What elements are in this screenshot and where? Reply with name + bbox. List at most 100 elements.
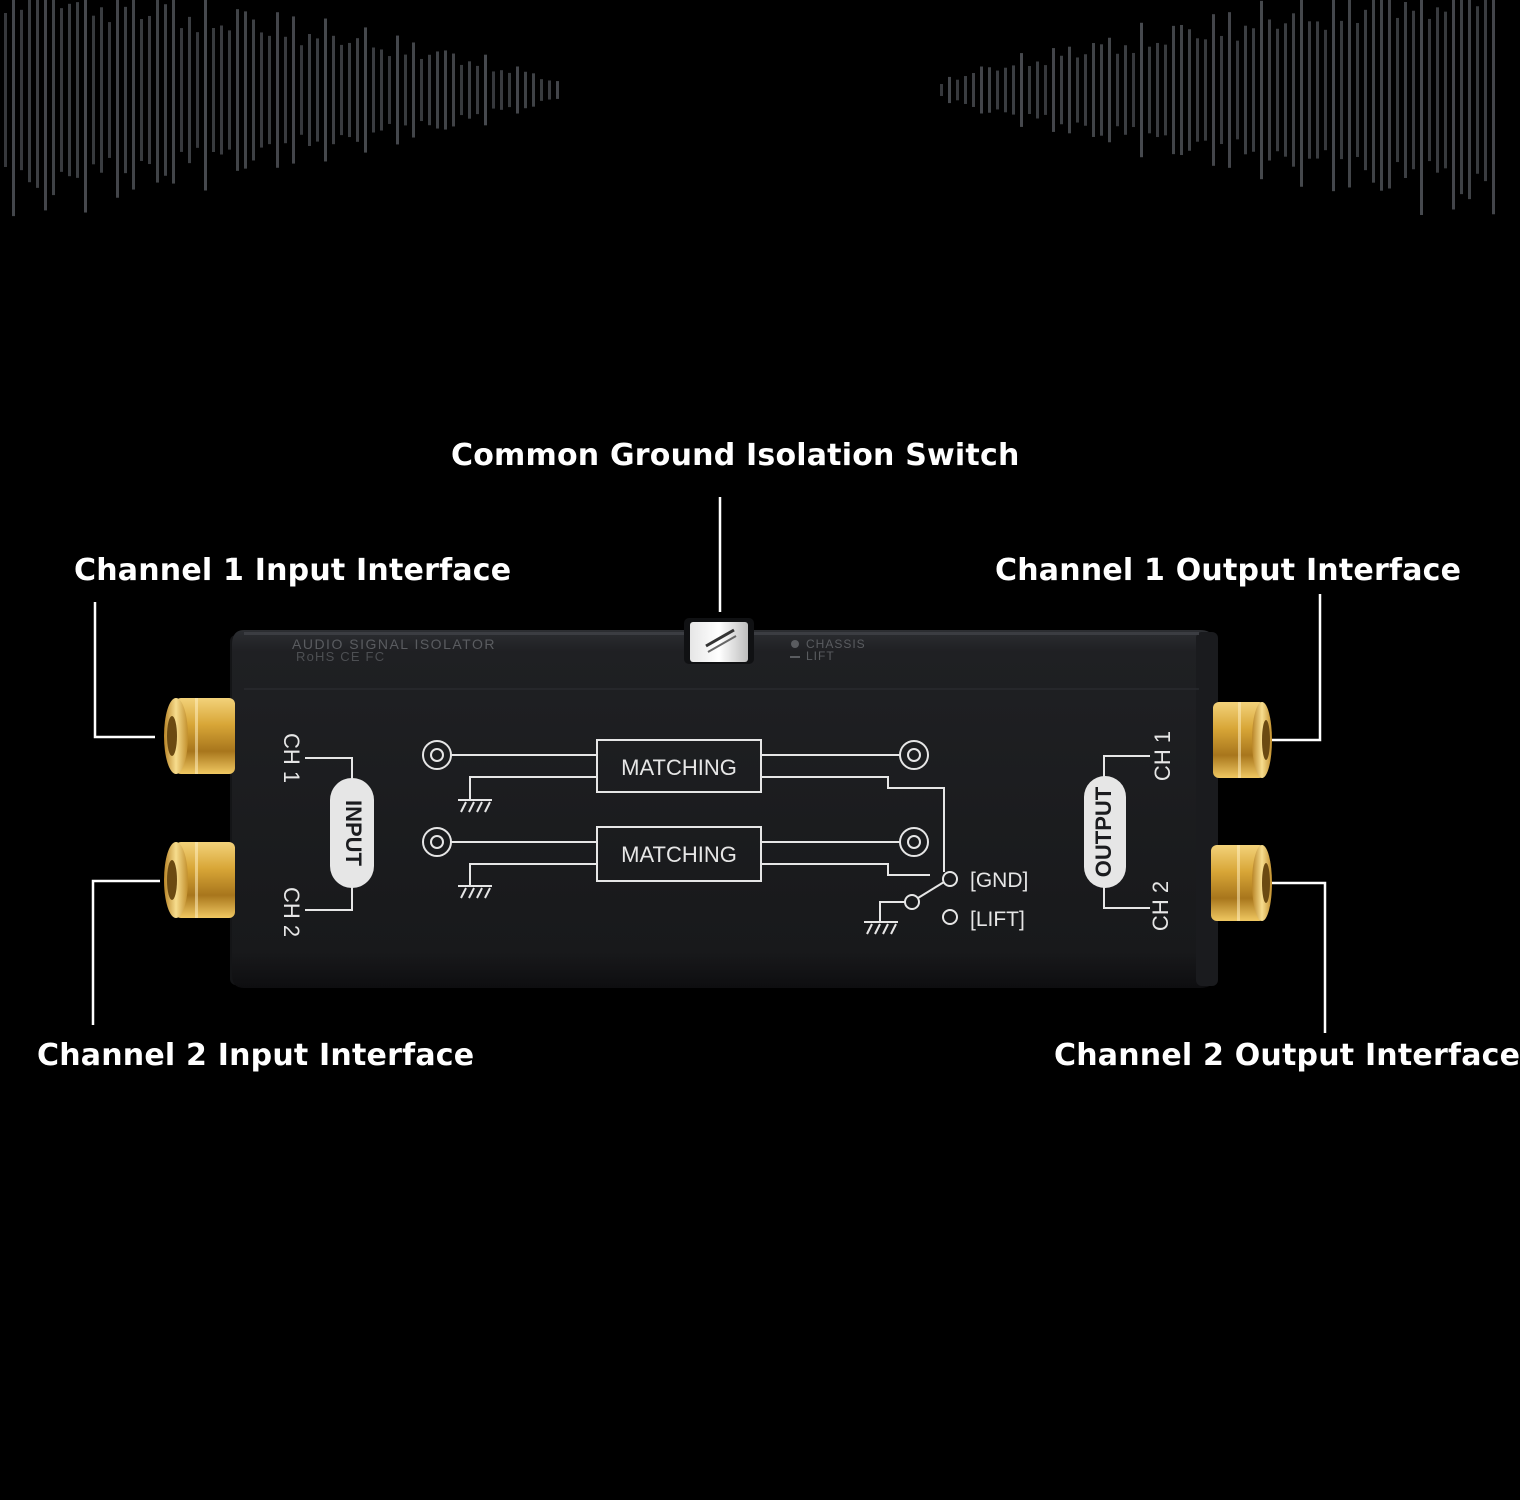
audio-isolator-device: AUDIO SIGNAL ISOLATOR RoHS CE FC CHASSIS…: [164, 618, 1272, 988]
matching-label-ch2: MATCHING: [621, 842, 737, 867]
waveform-bar: [1252, 28, 1255, 152]
waveform-bar: [132, 0, 135, 190]
callout-ch2-output: Channel 2 Output Interface: [1054, 1038, 1520, 1073]
waveform-bar: [1180, 24, 1183, 156]
waveform-bar: [1436, 7, 1439, 173]
waveform-bar: [92, 15, 95, 165]
waveform-bar: [556, 81, 559, 99]
waveform-bar: [492, 71, 495, 109]
waveform-bar: [1076, 57, 1079, 123]
input-bracket: [305, 757, 353, 911]
waveform-bar: [1476, 6, 1479, 174]
waveform-bar: [100, 7, 103, 173]
switch-position-marker-chassis: [791, 640, 799, 648]
callout-ch1-output: Channel 1 Output Interface: [995, 553, 1462, 588]
waveform-bar: [1444, 11, 1447, 169]
waveform-bar: [460, 64, 463, 116]
waveform-bar: [212, 27, 215, 153]
waveform-bar: [1052, 48, 1055, 132]
waveform-bar: [236, 9, 239, 171]
waveform-bar: [252, 19, 255, 161]
waveform-bar: [20, 9, 23, 171]
waveform-bar: [1380, 0, 1383, 191]
waveform-bar: [1292, 13, 1295, 167]
waveform-bar: [412, 42, 415, 138]
waveform-bar: [1452, 0, 1455, 210]
switch-position-marker-lift: [790, 656, 800, 658]
waveform-bar: [68, 3, 71, 177]
leader-line-ch2-input: [91, 879, 160, 1025]
waveform-bar: [108, 22, 111, 158]
waveform-bar: [988, 67, 991, 113]
waveform-bar: [1324, 29, 1327, 151]
waveform-bar: [1340, 20, 1343, 160]
waveform-bar: [1116, 53, 1119, 127]
leader-lines: [91, 497, 1327, 1033]
waveform-bar: [1108, 37, 1111, 143]
waveform-bar: [1236, 40, 1239, 140]
waveform-bar: [1012, 65, 1015, 115]
waveform-bar: [188, 16, 191, 164]
waveform-bar: [452, 53, 455, 127]
waveform-bar: [1196, 38, 1199, 142]
waveform-decoration-left: [4, 0, 559, 217]
waveform-bar: [148, 15, 151, 165]
waveform-bar: [428, 54, 431, 126]
circuit-schematic: [422, 739, 958, 935]
waveform-bar: [1164, 44, 1167, 136]
waveform-bar: [284, 36, 287, 144]
input-label: INPUT: [341, 800, 366, 867]
waveform-bar: [348, 42, 351, 138]
callout-ch1-input: Channel 1 Input Interface: [74, 553, 512, 588]
waveform-bar: [380, 49, 383, 131]
waveform-bar: [1372, 0, 1375, 183]
leader-line-ch1-output: [1270, 594, 1322, 742]
waveform-bar: [300, 45, 303, 135]
ground-isolation-switch[interactable]: [684, 618, 754, 664]
waveform-decoration-right: [940, 0, 1495, 216]
waveform-bar: [1044, 65, 1047, 115]
waveform-bar: [1428, 18, 1431, 162]
waveform-bar: [172, 0, 175, 184]
waveform-bar: [1060, 55, 1063, 125]
switch-label-lift: LIFT: [806, 649, 835, 663]
waveform-bar: [324, 18, 327, 162]
waveform-bar: [332, 35, 335, 145]
waveform-bar: [1412, 10, 1415, 170]
waveform-bar: [404, 54, 407, 126]
waveform-bar: [196, 32, 199, 148]
lift-label: [LIFT]: [970, 908, 1025, 931]
waveform-bar: [1068, 46, 1071, 134]
waveform-bar: [260, 32, 263, 148]
waveform-bar: [60, 8, 63, 172]
output-ch2-label: CH 2: [1148, 881, 1173, 931]
waveform-bar: [1092, 43, 1095, 137]
waveform-bar: [956, 79, 959, 101]
rca-jack-ch1-input[interactable]: [164, 698, 235, 774]
waveform-bar: [1460, 0, 1463, 195]
waveform-bar: [4, 13, 7, 167]
waveform-bar: [1204, 39, 1207, 141]
waveform-bar: [1188, 29, 1191, 151]
waveform-bar: [1228, 12, 1231, 168]
waveform-bar: [140, 19, 143, 161]
waveform-bar: [508, 72, 511, 108]
waveform-bar: [1260, 0, 1263, 180]
input-ch1-label: CH 1: [279, 733, 304, 783]
rca-jack-ch2-input[interactable]: [164, 842, 235, 918]
waveform-bar: [948, 76, 951, 104]
rca-jack-ch1-output[interactable]: [1213, 702, 1272, 778]
device-top-label: AUDIO SIGNAL ISOLATOR: [292, 636, 496, 652]
waveform-bar: [340, 44, 343, 136]
waveform-bar: [980, 66, 983, 114]
waveform-bar: [84, 0, 87, 213]
output-ch1-label: CH 1: [1150, 731, 1175, 781]
waveform-bar: [1484, 0, 1487, 182]
waveform-bar: [396, 35, 399, 145]
waveform-bar: [548, 80, 551, 100]
waveform-bar: [1132, 52, 1135, 128]
rca-jack-ch2-output[interactable]: [1211, 845, 1272, 921]
waveform-bar: [1156, 42, 1159, 138]
waveform-bar: [372, 47, 375, 133]
